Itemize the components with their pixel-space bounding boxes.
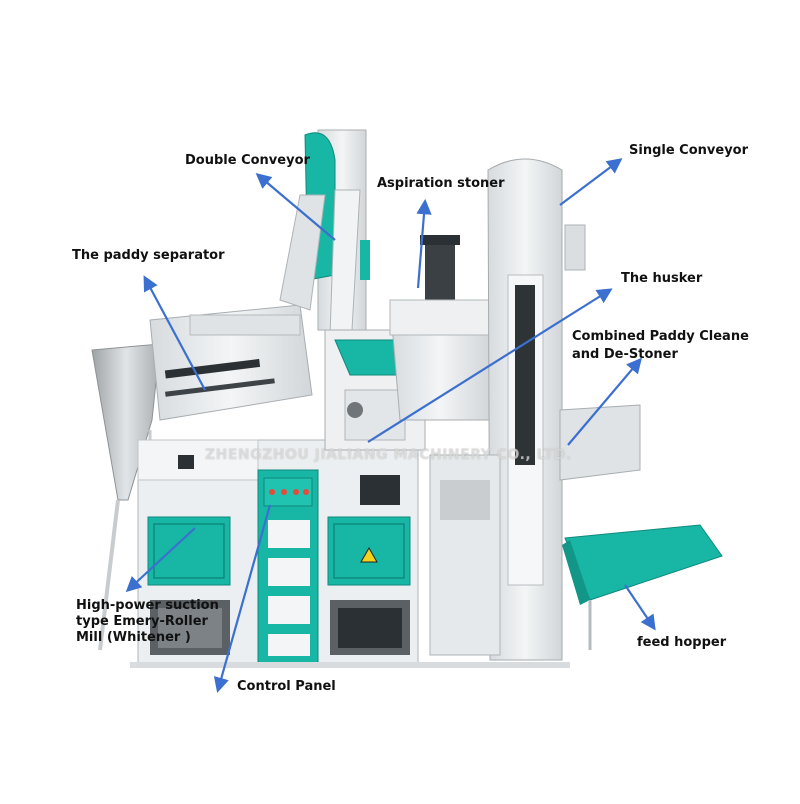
paddy-separator-body <box>149 304 313 421</box>
callout-arrows <box>125 158 656 693</box>
double-conveyor <box>279 129 370 336</box>
arrow-icon <box>143 275 206 391</box>
aspiration-stoner <box>389 235 491 421</box>
label-paddy-separator: The paddy separator <box>72 248 225 263</box>
control-panel-column <box>257 469 319 666</box>
watermark: ZHENGZHOU JIALIANG MACHINERY CO., LTD. <box>205 447 572 463</box>
label-aspiration-stoner: Aspiration stoner <box>377 176 505 191</box>
label-husker: The husker <box>621 271 703 286</box>
label-feed-hopper: feed hopper <box>637 635 727 650</box>
arrow-icon <box>125 527 196 593</box>
label-paddy-cleaner-line2: and De-Stoner <box>572 347 678 362</box>
arrow-icon <box>213 504 272 693</box>
arrow-icon <box>624 584 656 631</box>
husker-base-panel <box>327 516 411 655</box>
arrow-icon <box>255 173 336 241</box>
whitener-panel <box>147 516 231 655</box>
label-paddy-cleaner-line1: Combined Paddy Cleane <box>572 329 749 344</box>
label-whitener-line3: Mill (Whitener ) <box>76 630 191 645</box>
single-conveyor <box>487 158 586 661</box>
label-control-panel: Control Panel <box>237 679 336 694</box>
arrow-icon <box>559 158 623 206</box>
floor-shadow <box>130 662 570 668</box>
label-whitener-line2: type Emery-Roller <box>76 614 208 629</box>
arrow-icon <box>367 288 613 443</box>
label-double-conveyor: Double Conveyor <box>185 153 310 168</box>
warning-icon <box>360 546 378 563</box>
label-whitener-line1: High-power suction <box>76 598 219 613</box>
arrow-icon <box>416 198 432 289</box>
paddy-cleaner-destoner <box>429 404 641 656</box>
arrow-icon <box>567 357 642 446</box>
feed-hopper <box>562 524 723 650</box>
label-single-conveyor: Single Conveyor <box>629 143 749 158</box>
